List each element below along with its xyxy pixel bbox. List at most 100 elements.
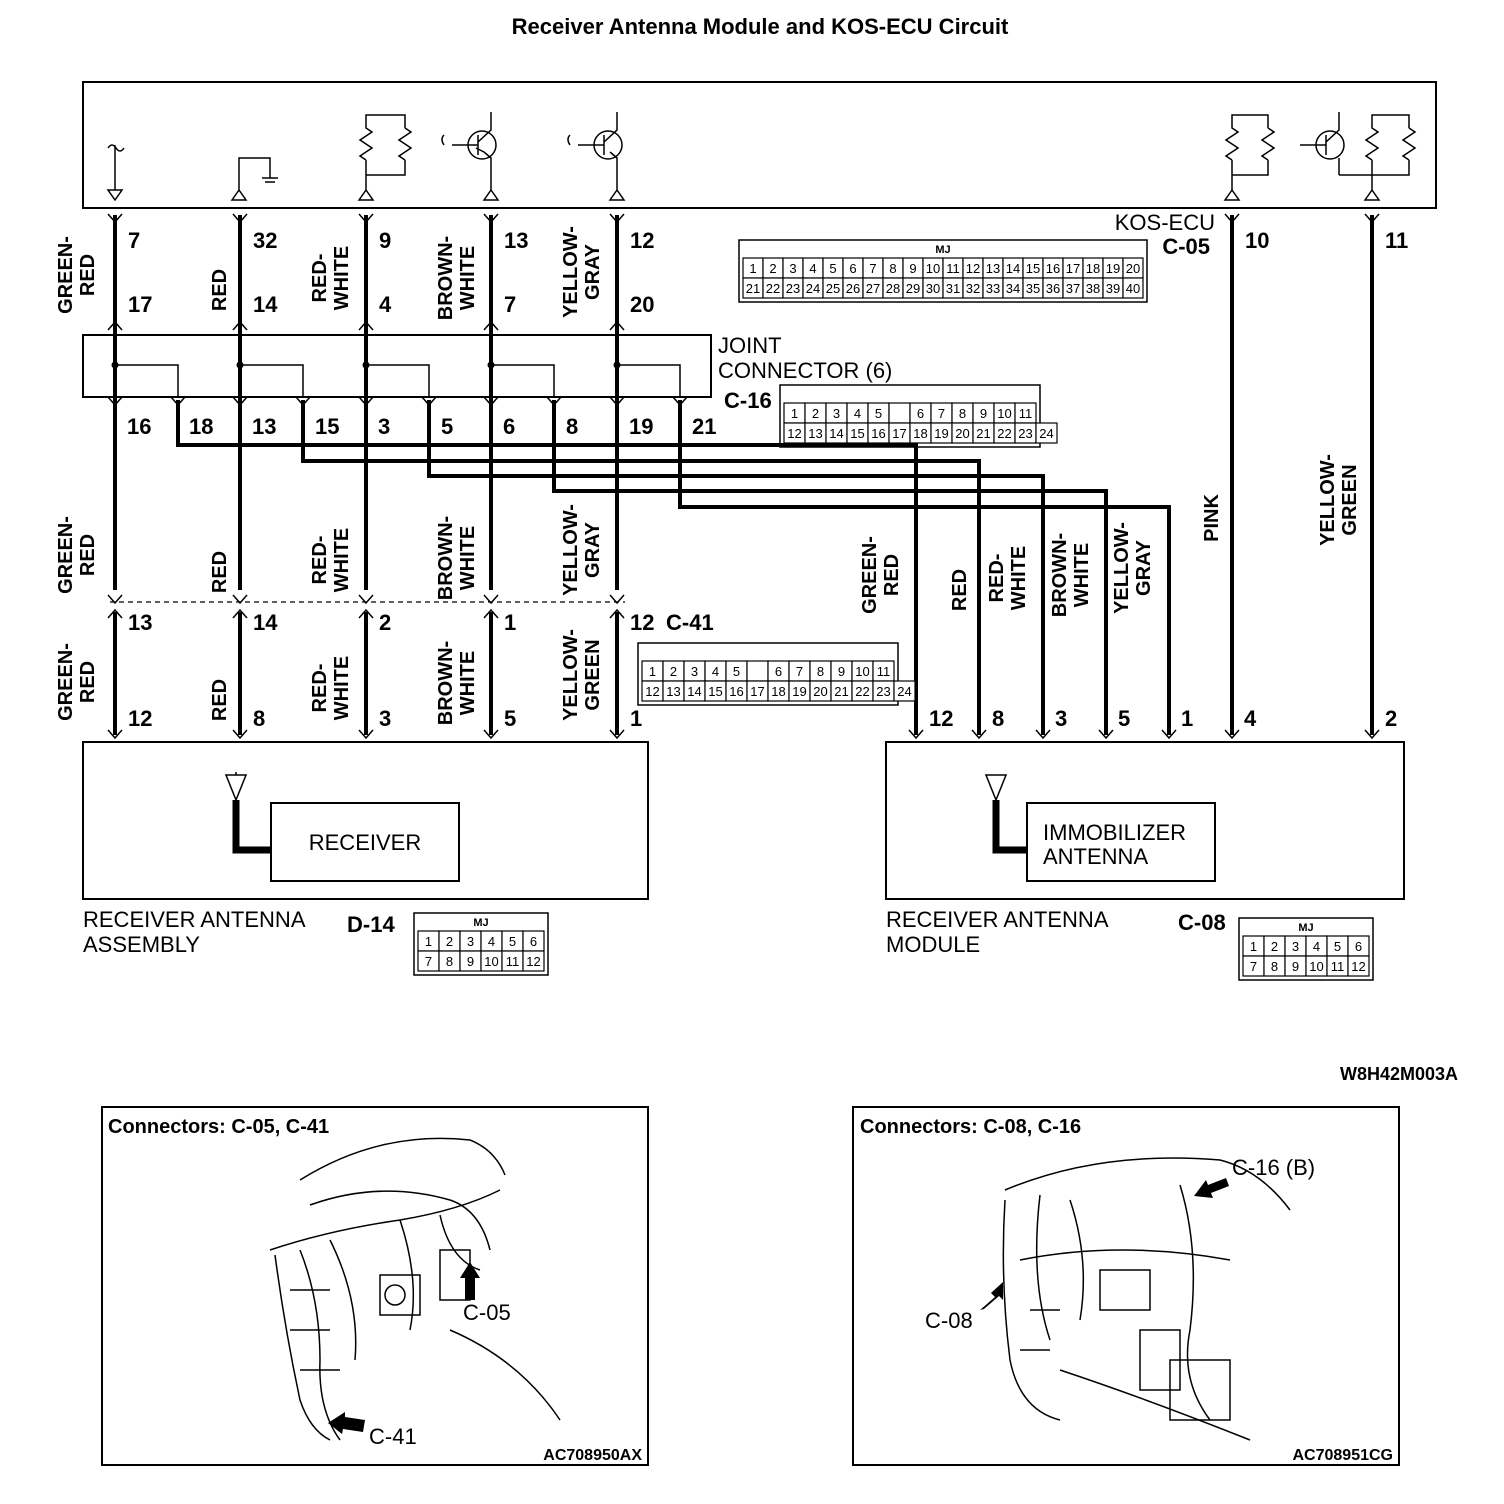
- connector-pin-number: 4: [488, 934, 495, 949]
- connector-pin-number: 32: [966, 281, 980, 296]
- connector-pin-number: 17: [1066, 261, 1080, 276]
- wire-color-label: RED-: [986, 554, 1008, 603]
- joint-pin: 7: [504, 292, 516, 317]
- terminal-mark: [1364, 213, 1380, 224]
- connector-pin-number: 10: [997, 406, 1011, 421]
- wire-color-label: BROWN-: [1049, 533, 1071, 617]
- connector-pin-number: 8: [959, 406, 966, 421]
- connector-pin-number: 18: [771, 684, 785, 699]
- ecu-name: KOS-ECU: [1115, 210, 1215, 235]
- ecu-pin: 11: [1385, 228, 1408, 253]
- terminal-mark: [358, 729, 374, 740]
- connector-pin-number: 14: [1006, 261, 1020, 276]
- wire-color-label: GREEN: [582, 639, 604, 710]
- module-pin: 1: [1181, 706, 1193, 731]
- connector-pin-number: 9: [980, 406, 987, 421]
- terminal-mark: [1161, 729, 1177, 740]
- connector-pin-number: 24: [897, 684, 911, 699]
- connector-pin-number: 24: [1039, 426, 1053, 441]
- c41-pin: 2: [379, 610, 391, 635]
- joint-pin: 13: [252, 414, 276, 439]
- connector-pin-number: 5: [829, 261, 836, 276]
- connector-pin-number: 22: [766, 281, 780, 296]
- connector-pin-number: 1: [649, 664, 656, 679]
- connector-pin-number: 11: [1019, 406, 1033, 421]
- connector-pin-number: 22: [997, 426, 1011, 441]
- connector-pin-number: 16: [729, 684, 743, 699]
- terminal-marks: [107, 213, 1380, 740]
- connector-pin-number: 20: [955, 426, 969, 441]
- connector-pin-number: 7: [425, 954, 432, 969]
- connector-pin-number: 27: [866, 281, 880, 296]
- location-callout: C-41: [369, 1424, 417, 1449]
- c41-connector-id: C-41: [666, 610, 714, 635]
- joint-pin: 17: [128, 292, 152, 317]
- terminal-mark: [609, 396, 625, 407]
- connector-pin-number: 3: [789, 261, 796, 276]
- joint-pin: 4: [379, 292, 392, 317]
- module-pin: 5: [1118, 706, 1130, 731]
- terminal-mark: [609, 729, 625, 740]
- diagram-title: Receiver Antenna Module and KOS-ECU Circ…: [512, 14, 1009, 39]
- joint-connector-id: C-16: [724, 388, 772, 413]
- terminal-mark: [1364, 729, 1380, 740]
- wire-color-label: WHITE: [331, 246, 353, 310]
- connector-pin-number: 21: [976, 426, 990, 441]
- connector-pin-number: 14: [829, 426, 843, 441]
- terminal-mark: [483, 729, 499, 740]
- joint-bottom-pins: 16 18 13 15 3 5 6 8 19 21: [127, 414, 716, 439]
- immobilizer-label: IMMOBILIZER: [1043, 820, 1186, 845]
- joint-pin: 21: [692, 414, 716, 439]
- receiver-assembly-name: RECEIVER ANTENNA: [83, 907, 306, 932]
- panel-code: AC708951CG: [1293, 1447, 1394, 1464]
- connector-pin-number: 12: [1351, 959, 1365, 974]
- terminal-mark: [358, 608, 374, 619]
- wire-color-label: GREEN-: [55, 643, 77, 721]
- connector-pin-number: 2: [769, 261, 776, 276]
- panel-title: Connectors: C-08, C-16: [860, 1116, 1081, 1138]
- connector-pin-number: 13: [808, 426, 822, 441]
- c41-pin: 13: [128, 610, 152, 635]
- connector-pin-number: 6: [1355, 939, 1362, 954]
- c41-pin: 12: [128, 706, 152, 731]
- connector-pin-number: 12: [787, 426, 801, 441]
- upper-wire-colors: GREEN- RED RED RED- WHITE BROWN- WHITE Y…: [55, 226, 604, 320]
- upper-wires: [113, 215, 619, 590]
- connector-pin-number: 10: [926, 261, 940, 276]
- module-pin: 8: [992, 706, 1004, 731]
- terminal-mark: [483, 396, 499, 407]
- terminal-mark: [1035, 729, 1051, 740]
- wire-color-label: WHITE: [1008, 546, 1030, 610]
- c16-arrow-icon: [1194, 1178, 1229, 1198]
- receiver-assembly-connector-id: D-14: [347, 912, 395, 937]
- panel-title: Connectors: C-05, C-41: [108, 1116, 329, 1138]
- connector-pin-number: 6: [917, 406, 924, 421]
- wire-color-label: RED: [881, 554, 903, 596]
- wire-color-label: WHITE: [457, 526, 479, 590]
- wire-color-label: WHITE: [457, 651, 479, 715]
- connector-pin-number: 21: [834, 684, 848, 699]
- terminal-mark: [609, 608, 625, 619]
- terminal-mark: [107, 729, 123, 740]
- receiver-assembly-name: ASSEMBLY: [83, 932, 200, 957]
- kos-ecu-box: KOS-ECU C-05: [82, 81, 1437, 259]
- connector-pin-number: 17: [892, 426, 906, 441]
- connector-pin-number: 19: [934, 426, 948, 441]
- joint-pin: 8: [566, 414, 578, 439]
- module-pin: 3: [1055, 706, 1067, 731]
- connector-pin-number: 3: [691, 664, 698, 679]
- c41-pin: 5: [504, 706, 516, 731]
- terminal-mark: [107, 320, 123, 331]
- ecu-pin: 12: [630, 228, 654, 253]
- wire-color-label: RED: [209, 269, 231, 311]
- connector-pin-number: 11: [1331, 959, 1345, 974]
- wire-color-label: BROWN-: [435, 641, 457, 725]
- connector-pin-number: 10: [484, 954, 498, 969]
- terminal-mark: [232, 396, 248, 407]
- module-pin: 4: [1244, 706, 1257, 731]
- terminal-mark: [358, 213, 374, 224]
- connector-pin-number: 2: [670, 664, 677, 679]
- receiver-antenna-module: IMMOBILIZER ANTENNA RECEIVER ANTENNA MOD…: [885, 741, 1405, 957]
- diagram-code: W8H42M003A: [1340, 1064, 1458, 1084]
- location-callout: C-08: [925, 1308, 973, 1333]
